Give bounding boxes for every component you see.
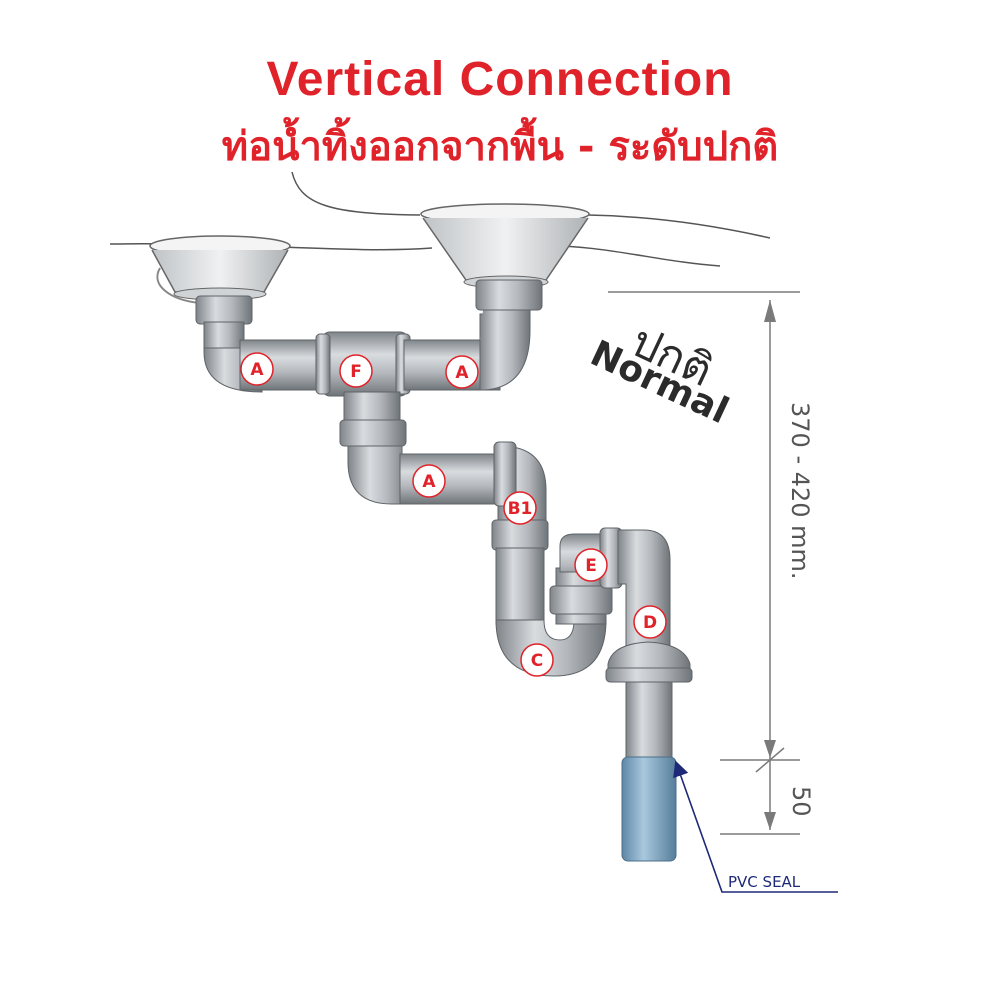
svg-text:B1: B1 — [508, 499, 533, 519]
part-label-e: E — [574, 548, 608, 582]
part-label-a-left: A — [240, 352, 274, 386]
countertop-line-upper-right — [587, 214, 771, 239]
part-label-c: C — [520, 643, 554, 677]
part-label-d: D — [633, 605, 667, 639]
svg-text:F: F — [350, 362, 362, 382]
part-label-b1: B1 — [503, 491, 537, 525]
part-label-a-lower: A — [412, 464, 446, 498]
diagram-title: Vertical Connection — [266, 53, 734, 106]
part-label-f: F — [339, 354, 373, 388]
diagram-subtitle: ท่อน้ำทิ้งออกจากพื้น - ระดับปกติ — [221, 124, 779, 170]
dimension-lines — [608, 291, 800, 835]
svg-text:A: A — [455, 363, 469, 383]
dimension-seal-label: 50 — [787, 786, 815, 817]
pvc-seal-leader — [673, 760, 838, 893]
svg-text:C: C — [531, 651, 543, 671]
svg-text:D: D — [643, 613, 657, 633]
pvc-seal-label: PVC SEAL — [728, 873, 801, 891]
right-sink-strainer — [420, 203, 590, 289]
dimension-main-label: 370 - 420 mm. — [786, 402, 814, 580]
part-label-a-right: A — [445, 355, 479, 389]
svg-text:A: A — [250, 360, 264, 380]
svg-text:E: E — [585, 556, 597, 576]
svg-text:A: A — [422, 472, 436, 492]
left-sink-strainer — [149, 235, 291, 304]
pvc-seal — [621, 756, 677, 862]
countertop-line-upper — [291, 171, 421, 216]
